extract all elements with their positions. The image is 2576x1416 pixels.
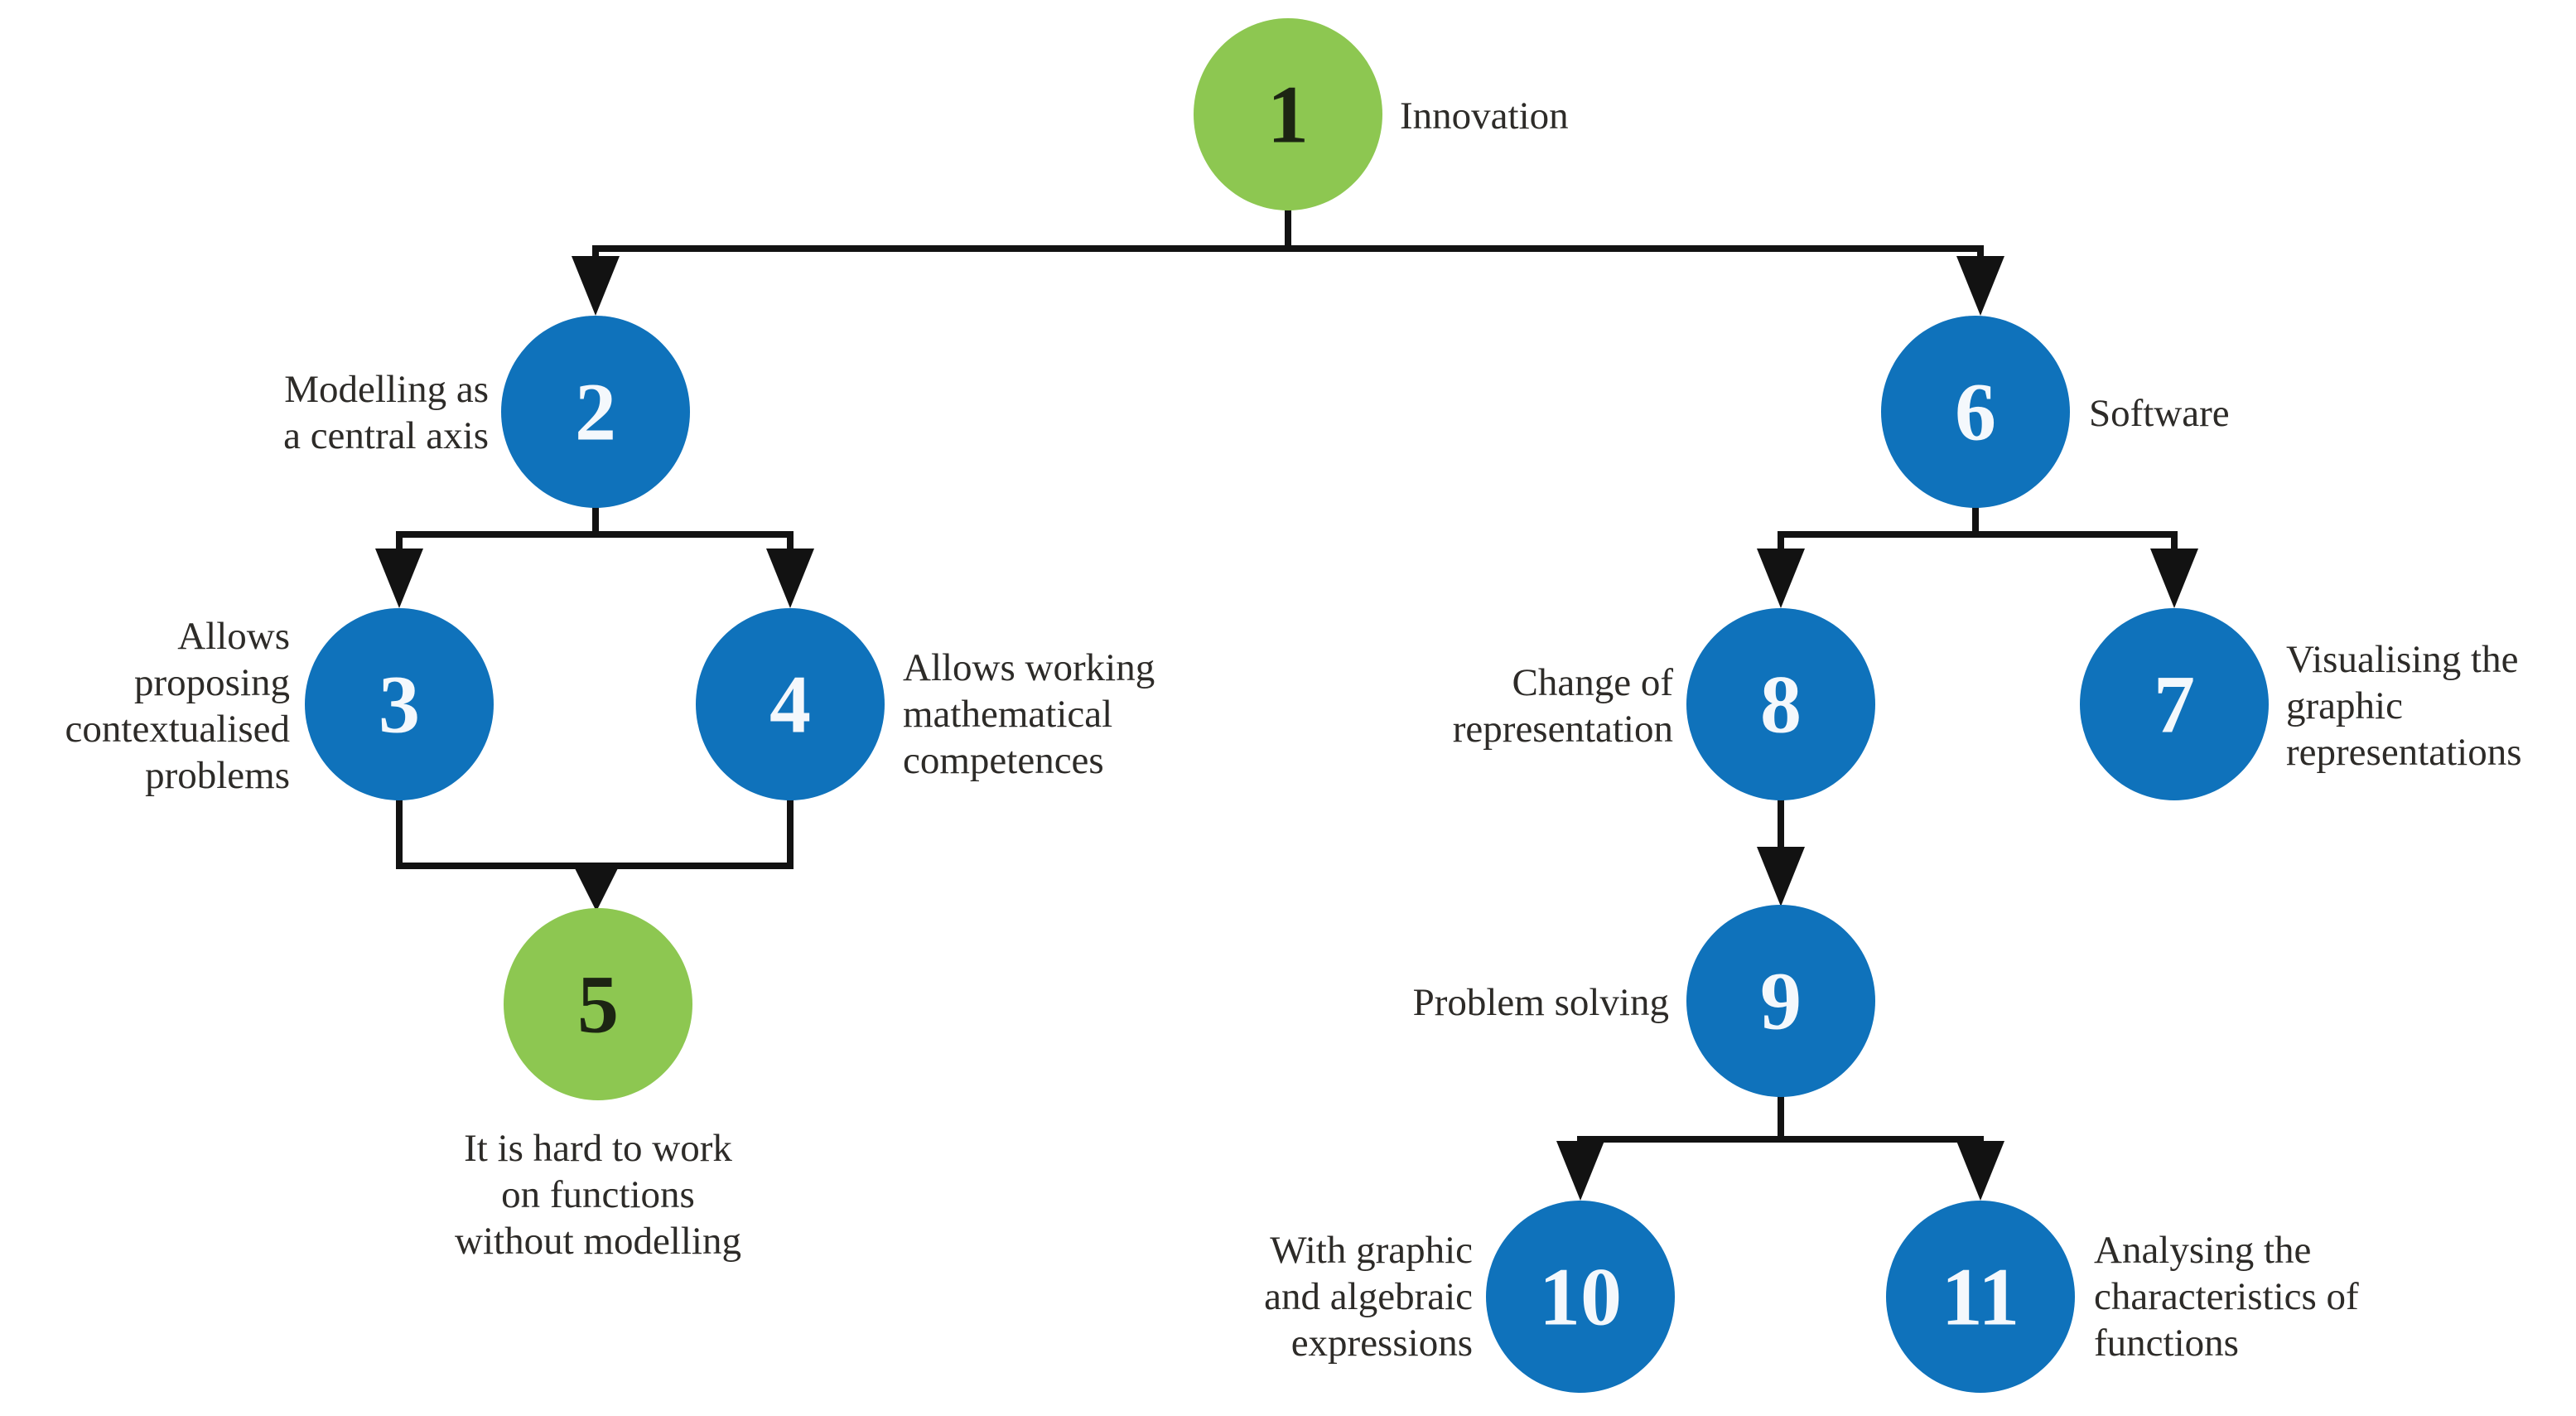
edge-6-bracket <box>1778 531 2178 553</box>
node-10-label-line: and algebraic <box>1264 1275 1473 1318</box>
node-7-label-line: representations <box>2286 731 2522 774</box>
edge-1-bracket <box>592 245 1984 260</box>
node-5-number: 5 <box>577 959 619 1051</box>
node-4-label: Allows working mathematical competences <box>903 646 1155 782</box>
edge-2-bracket <box>396 531 794 553</box>
node-9-number: 9 <box>1760 955 1802 1047</box>
node-4-label-line: Allows working <box>903 646 1155 689</box>
node-10-label: With graphic and algebraic expressions <box>1264 1229 1473 1365</box>
arrowhead-to-6 <box>1956 256 2004 316</box>
node-3-label-line: Allows <box>177 615 290 658</box>
node-5-label: It is hard to work on functions without … <box>455 1127 741 1263</box>
node-6-circle <box>1881 316 2070 508</box>
arrowhead-to-11 <box>1956 1141 2004 1201</box>
node-3-number: 3 <box>379 659 420 751</box>
node-10-label-line: With graphic <box>1270 1229 1473 1272</box>
node-2-number: 2 <box>575 366 616 458</box>
node-4-number: 4 <box>769 659 811 751</box>
connector-lines <box>375 207 2198 1201</box>
node-1-number: 1 <box>1267 69 1309 161</box>
node-8-number: 8 <box>1760 659 1802 751</box>
node-8-label: Change of representation <box>1453 661 1674 751</box>
node-11-label-line: Analysing the <box>2094 1229 2311 1272</box>
node-5-label-line: It is hard to work <box>464 1127 732 1170</box>
node-3-circle <box>305 608 494 800</box>
node-10-circle <box>1486 1201 1675 1393</box>
node-2-circle <box>501 316 690 508</box>
arrowhead-to-10 <box>1556 1141 1604 1201</box>
node-11-label-line: characteristics of <box>2094 1275 2359 1318</box>
node-1: 1 Innovation <box>1194 18 1569 210</box>
node-2-label-line: Modelling as <box>284 368 489 411</box>
node-8: 8 Change of representation <box>1453 608 1875 800</box>
arrowhead-to-8 <box>1757 549 1805 608</box>
node-4-circle <box>696 608 885 800</box>
node-11-circle <box>1886 1201 2075 1393</box>
node-11-label-line: functions <box>2094 1322 2239 1365</box>
node-10-number: 10 <box>1539 1251 1622 1343</box>
node-5-circle <box>504 908 692 1100</box>
node-4-label-line: mathematical <box>903 693 1112 736</box>
node-5-label-line: without modelling <box>455 1220 741 1263</box>
node-3-label-line: problems <box>145 754 290 797</box>
node-7-label: Visualising the graphic representations <box>2286 638 2522 774</box>
node-4: 4 Allows working mathematical competence… <box>696 608 1155 800</box>
node-2-label: Modelling as a central axis <box>283 368 489 457</box>
node-3-label-line: contextualised <box>65 708 290 751</box>
edge-9-bracket <box>1577 1136 1984 1143</box>
node-7: 7 Visualising the graphic representation… <box>2080 608 2522 800</box>
node-5-label-line: on functions <box>501 1173 695 1216</box>
arrowhead-to-9 <box>1757 847 1805 906</box>
arrowhead-to-7 <box>2150 549 2198 608</box>
node-6: 6 Software <box>1881 316 2230 508</box>
node-8-label-line: representation <box>1453 708 1673 751</box>
node-6-label: Software <box>2089 392 2230 435</box>
edge-34-merge-bracket <box>396 799 794 869</box>
node-3-label: Allows proposing contextualised problems <box>65 615 290 797</box>
node-3-label-line: proposing <box>134 661 290 704</box>
node-7-label-line: Visualising the <box>2286 638 2518 681</box>
node-8-label-line: Change of <box>1512 661 1674 704</box>
node-8-circle <box>1686 608 1875 800</box>
node-11-label: Analysing the characteristics of functio… <box>2094 1229 2359 1365</box>
arrowhead-to-3 <box>375 549 423 608</box>
node-9: 9 Problem solving <box>1413 905 1875 1097</box>
node-4-label-line: competences <box>903 739 1104 782</box>
node-1-label: Innovation <box>1400 94 1569 138</box>
node-7-label-line: graphic <box>2286 684 2403 727</box>
node-7-number: 7 <box>2154 659 2195 751</box>
node-1-circle <box>1194 18 1382 210</box>
node-6-number: 6 <box>1955 366 1996 458</box>
node-2-label-line: a central axis <box>283 414 489 457</box>
node-11: 11 Analysing the characteristics of func… <box>1886 1201 2359 1393</box>
node-9-label: Problem solving <box>1413 981 1669 1024</box>
arrowhead-to-2 <box>572 256 620 316</box>
node-5: 5 It is hard to work on functions withou… <box>455 908 741 1263</box>
node-11-number: 11 <box>1942 1251 2019 1343</box>
node-9-circle <box>1686 905 1875 1097</box>
node-10: 10 With graphic and algebraic expression… <box>1264 1201 1675 1393</box>
arrowhead-to-4 <box>766 549 814 608</box>
node-10-label-line: expressions <box>1291 1322 1473 1365</box>
node-3: 3 Allows proposing contextualised proble… <box>65 608 494 800</box>
arrowhead-to-5 <box>572 863 620 911</box>
node-2: 2 Modelling as a central axis <box>283 316 690 508</box>
node-7-circle <box>2080 608 2269 800</box>
